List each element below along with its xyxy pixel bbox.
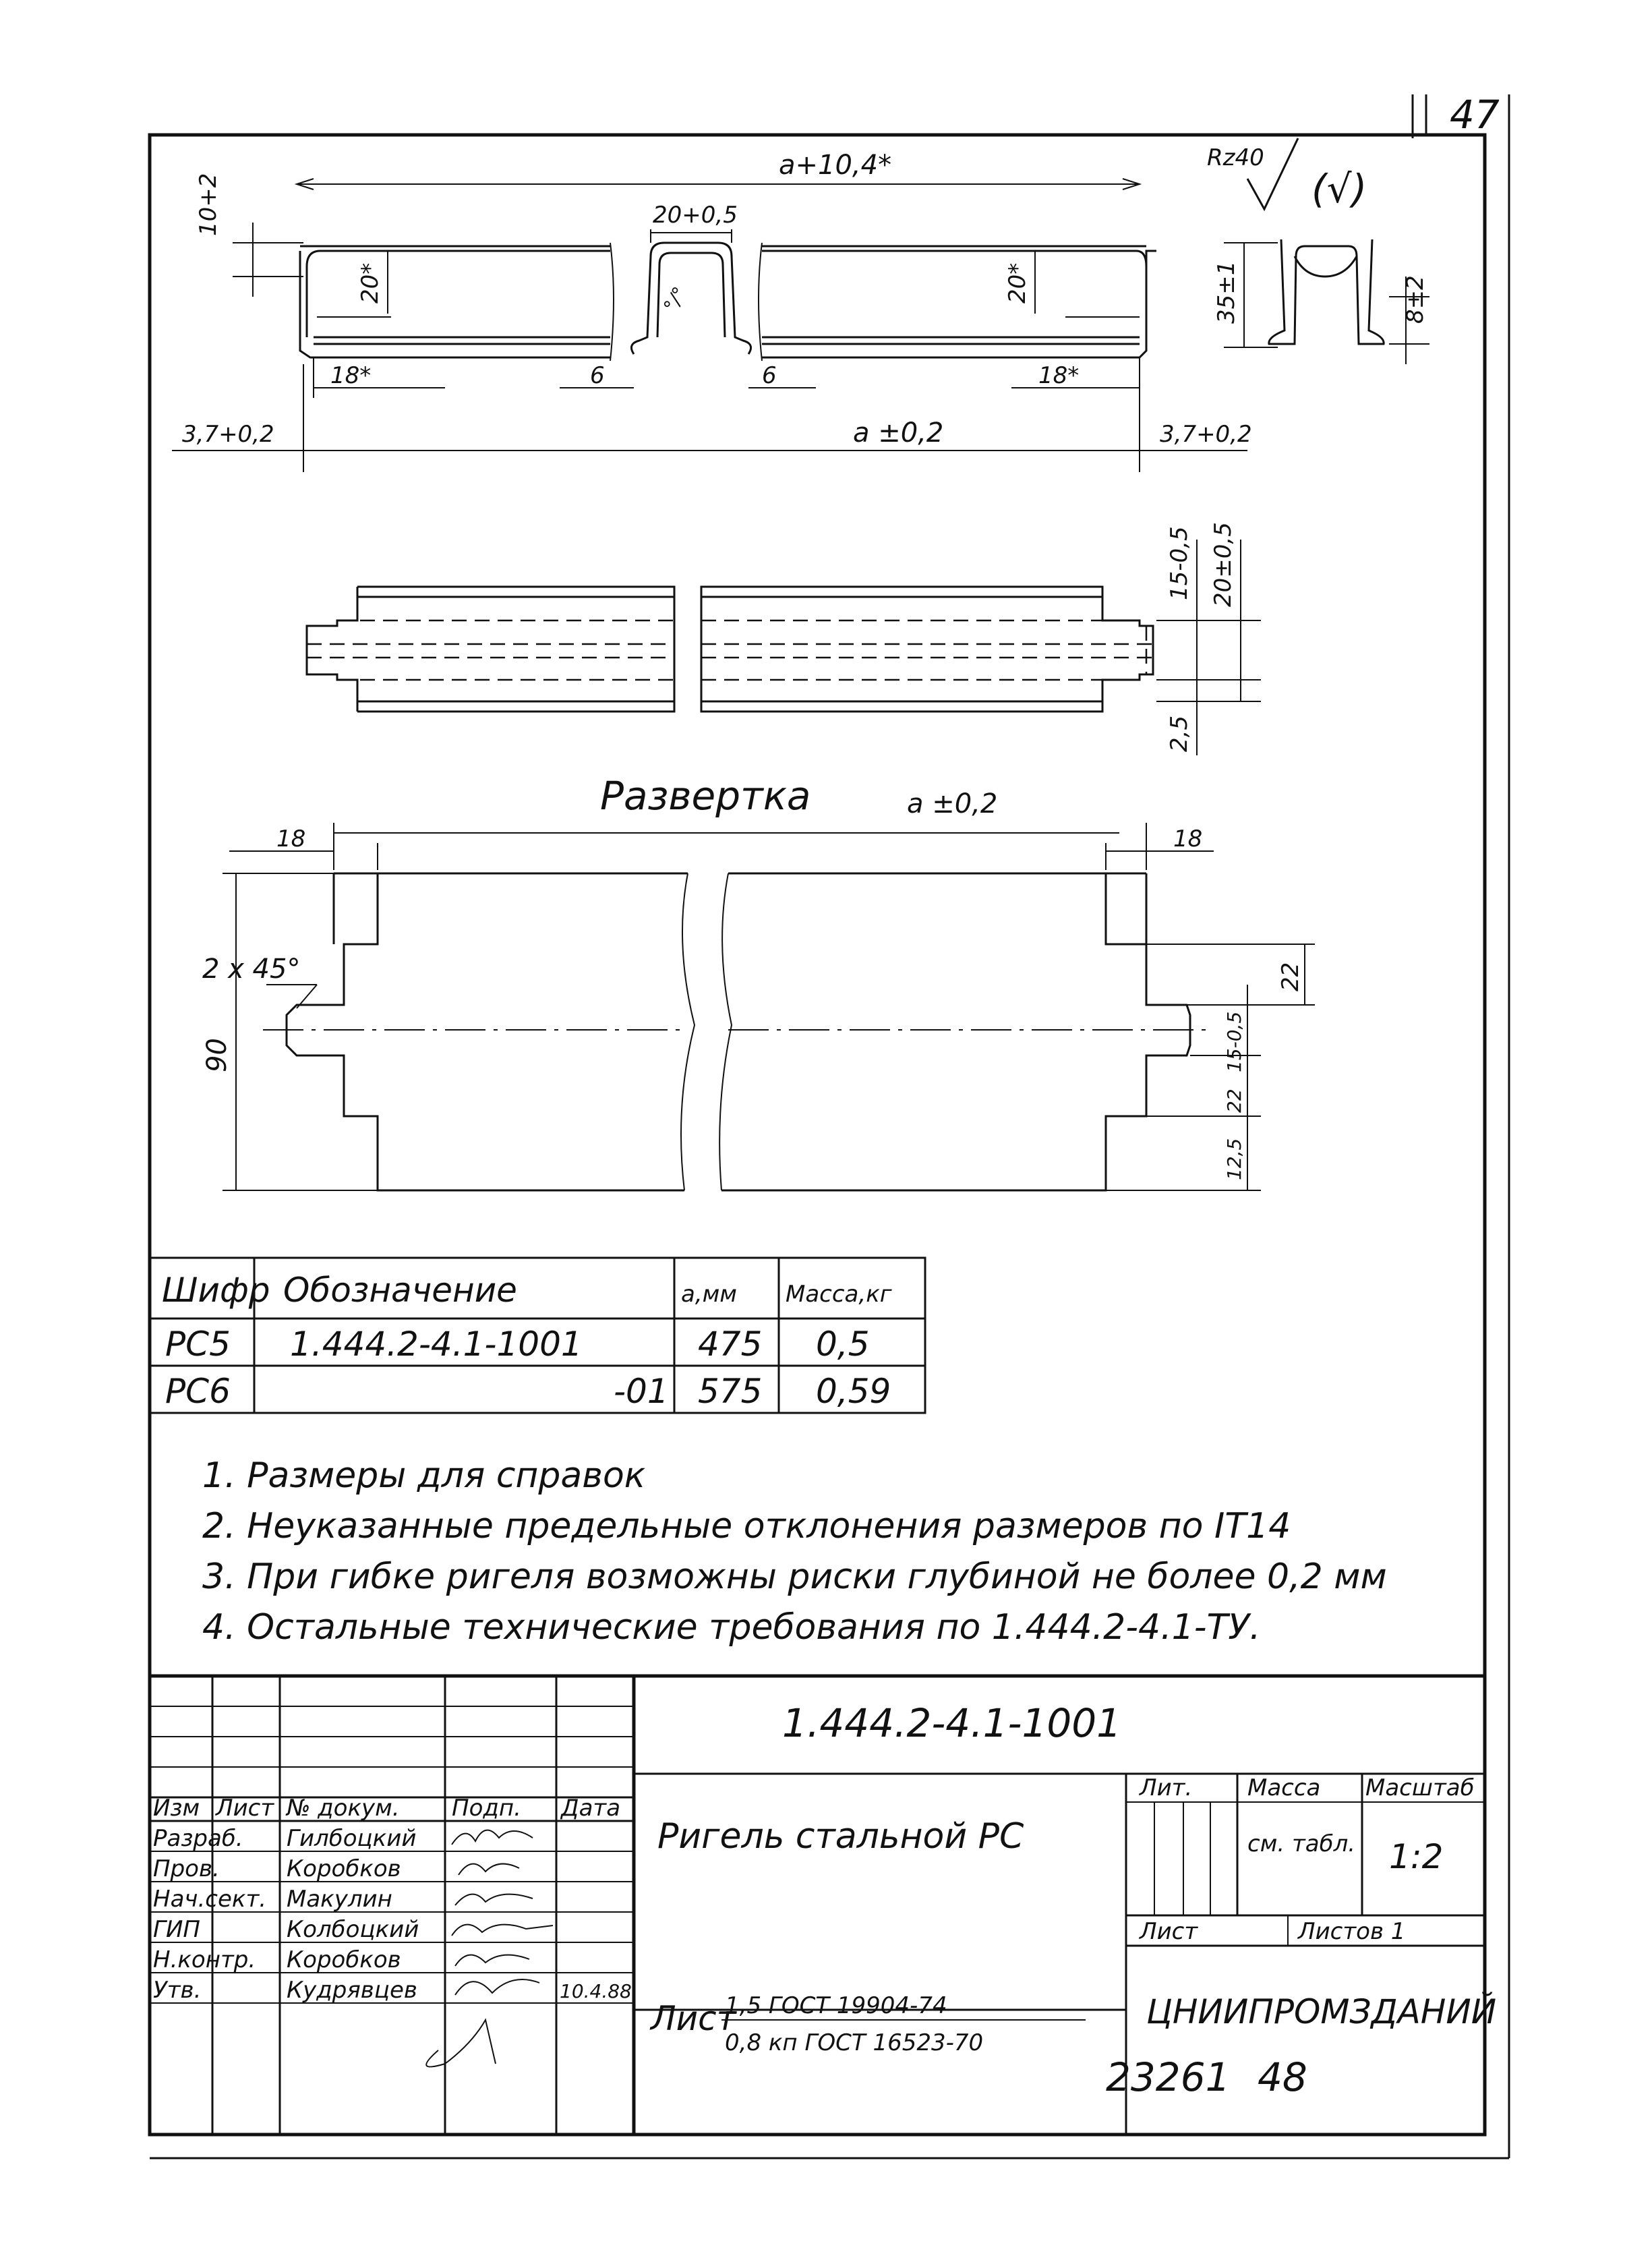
dim-gap-left: 6: [590, 362, 605, 389]
table-row1-code: РС5: [165, 1325, 231, 1364]
tb-material-bottom: 0,8 кп ГОСТ 16523-70: [725, 2029, 983, 2056]
dim-slot-width: 20+0,5: [653, 202, 738, 229]
tb-scale-label: Масштаб: [1365, 1774, 1475, 1801]
dim-nominal-length: a ±0,2: [853, 417, 943, 448]
dim-tab-left: 18*: [330, 362, 371, 389]
dim-dev-height: 90: [202, 1038, 233, 1072]
dim-dev-r2: 15-0,5: [1223, 1012, 1245, 1072]
tb-role-2: Пров.: [153, 1855, 220, 1882]
table-row1-mass: 0,5: [816, 1325, 870, 1364]
table-header-code: Шифр: [162, 1271, 270, 1310]
tb-part-name: Ригель стальной РС: [657, 1816, 1024, 1857]
tb-scale-value: 1:2: [1389, 1837, 1443, 1876]
tb-doc-code: 1.444.2-4.1-1001: [782, 1700, 1121, 1746]
table-row2-a: 575: [698, 1372, 762, 1411]
tb-col-list: Лист: [214, 1795, 274, 1822]
footer-archive-no: 23261: [1106, 2054, 1231, 2100]
table-row2-mass: 0,59: [816, 1372, 891, 1411]
inner-frame: [148, 133, 1487, 2137]
tb-mass-value: см. табл.: [1247, 1830, 1355, 1857]
note-4: 4. Остальные технические требования по 1…: [202, 1607, 1260, 1648]
tb-role-4: ГИП: [153, 1916, 200, 1943]
note-2: 2. Неуказанные предельные отклонения раз…: [202, 1506, 1291, 1546]
side-profile: 35±1 8±2: [1213, 239, 1429, 364]
dim-tab-right: 18*: [1038, 362, 1079, 389]
note-1: 1. Размеры для справок: [202, 1455, 646, 1496]
tb-material-prefix: Лист: [649, 1999, 738, 2038]
dim-dev-r3: 22: [1223, 1089, 1245, 1113]
spec-table: Шифр Обозначение a,мм Масса,кг РС5 1.444…: [148, 1256, 926, 1414]
tb-col-doc: № докум.: [285, 1795, 400, 1822]
dim-slot-angle: °/°: [659, 283, 690, 316]
tb-role-5: Н.контр.: [153, 1946, 256, 1973]
table-row1-a: 475: [698, 1325, 762, 1364]
table-row2-code: РС6: [165, 1372, 231, 1411]
section-view: a+10,4* 10+2 20+0,5 °/° 20*: [172, 150, 1252, 472]
dim-edge: 2,5: [1166, 716, 1193, 752]
technical-notes: 1. Размеры для справок 2. Неуказанные пр…: [202, 1455, 1387, 1648]
table-header-designation: Обозначение: [283, 1271, 517, 1310]
tb-col-izm: Изм: [153, 1795, 200, 1822]
development-view: Развертка a ±0,2 18 18 90 2 x 45°: [202, 773, 1315, 1192]
roughness-check-icon: [1246, 138, 1299, 212]
dim-dev-r4: 12,5: [1223, 1138, 1245, 1180]
dim-dev-chamfer: 2 x 45°: [202, 954, 300, 985]
tb-lit-label: Лит.: [1138, 1774, 1192, 1801]
dim-top-overall: a+10,4*: [779, 150, 891, 181]
roughness-value: Rz40: [1207, 144, 1264, 171]
dim-bend-left: 20*: [357, 263, 384, 303]
top-view: 15-0,5 20±0,5 2,5: [305, 522, 1261, 755]
page-number: 47: [1450, 92, 1500, 138]
tb-organization: ЦНИИПРОМЗДАНИЙ: [1146, 1992, 1496, 2031]
tb-role-6: Утв.: [153, 1977, 201, 2004]
footer-sheet-no: 48: [1258, 2054, 1307, 2100]
tb-name-4: Колбоцкий: [287, 1916, 419, 1943]
dim-flange: 15-0,5: [1166, 526, 1193, 600]
tb-name-6: Кудрявцев: [287, 1977, 417, 2004]
tb-material-top: 1,5 ГОСТ 19904-74: [725, 1992, 947, 2019]
tb-date: 10.4.88: [560, 1980, 632, 2002]
dim-dev-tab-right: 18: [1173, 825, 1202, 852]
roughness-symbol: Rz40 (√): [1207, 138, 1367, 212]
roughness-paren: (√): [1311, 166, 1367, 212]
dim-overhang-left: 3,7+0,2: [182, 421, 274, 448]
tb-role-1: Разраб.: [153, 1825, 243, 1852]
tb-sheets-label: Листов 1: [1297, 1918, 1405, 1945]
tb-col-sign: Подп.: [452, 1795, 521, 1822]
tb-col-date: Дата: [560, 1795, 620, 1822]
title-block: Изм Лист № докум. Подп. Дата Разраб. Гил…: [150, 1674, 1496, 2135]
table-header-a: a,мм: [681, 1281, 737, 1308]
development-title: Развертка: [600, 773, 810, 819]
tb-mass-label: Масса: [1247, 1774, 1320, 1801]
note-3: 3. При гибке ригеля возможны риски глуби…: [202, 1557, 1387, 1597]
tb-name-1: Гилбоцкий: [287, 1825, 416, 1852]
tb-name-5: Коробков: [287, 1946, 401, 1973]
tb-name-3: Макулин: [287, 1886, 392, 1913]
table-header-mass: Масса,кг: [786, 1281, 893, 1308]
tb-role-3: Нач.сект.: [153, 1886, 266, 1913]
dim-profile-height: 35±1: [1213, 261, 1240, 324]
tb-sheet-label: Лист: [1138, 1918, 1198, 1945]
dim-left-height: 10+2: [195, 173, 222, 236]
dim-dev-tab-left: 18: [276, 825, 305, 852]
table-row1-designation: 1.444.2-4.1-1001: [290, 1325, 583, 1364]
dim-dev-length: a ±0,2: [907, 788, 997, 819]
table-row2-designation: -01: [614, 1372, 669, 1411]
dim-overhang-right: 3,7+0,2: [1160, 421, 1252, 448]
dim-top-height: 20±0,5: [1210, 522, 1237, 607]
dim-bend-right: 20*: [1004, 263, 1031, 303]
signature-scribbles: [425, 1829, 554, 2068]
sheet-frame: [148, 94, 1510, 2160]
dim-dev-r1: 22: [1277, 962, 1304, 991]
tb-name-2: Коробков: [287, 1855, 401, 1882]
dim-gap-right: 6: [762, 362, 777, 389]
